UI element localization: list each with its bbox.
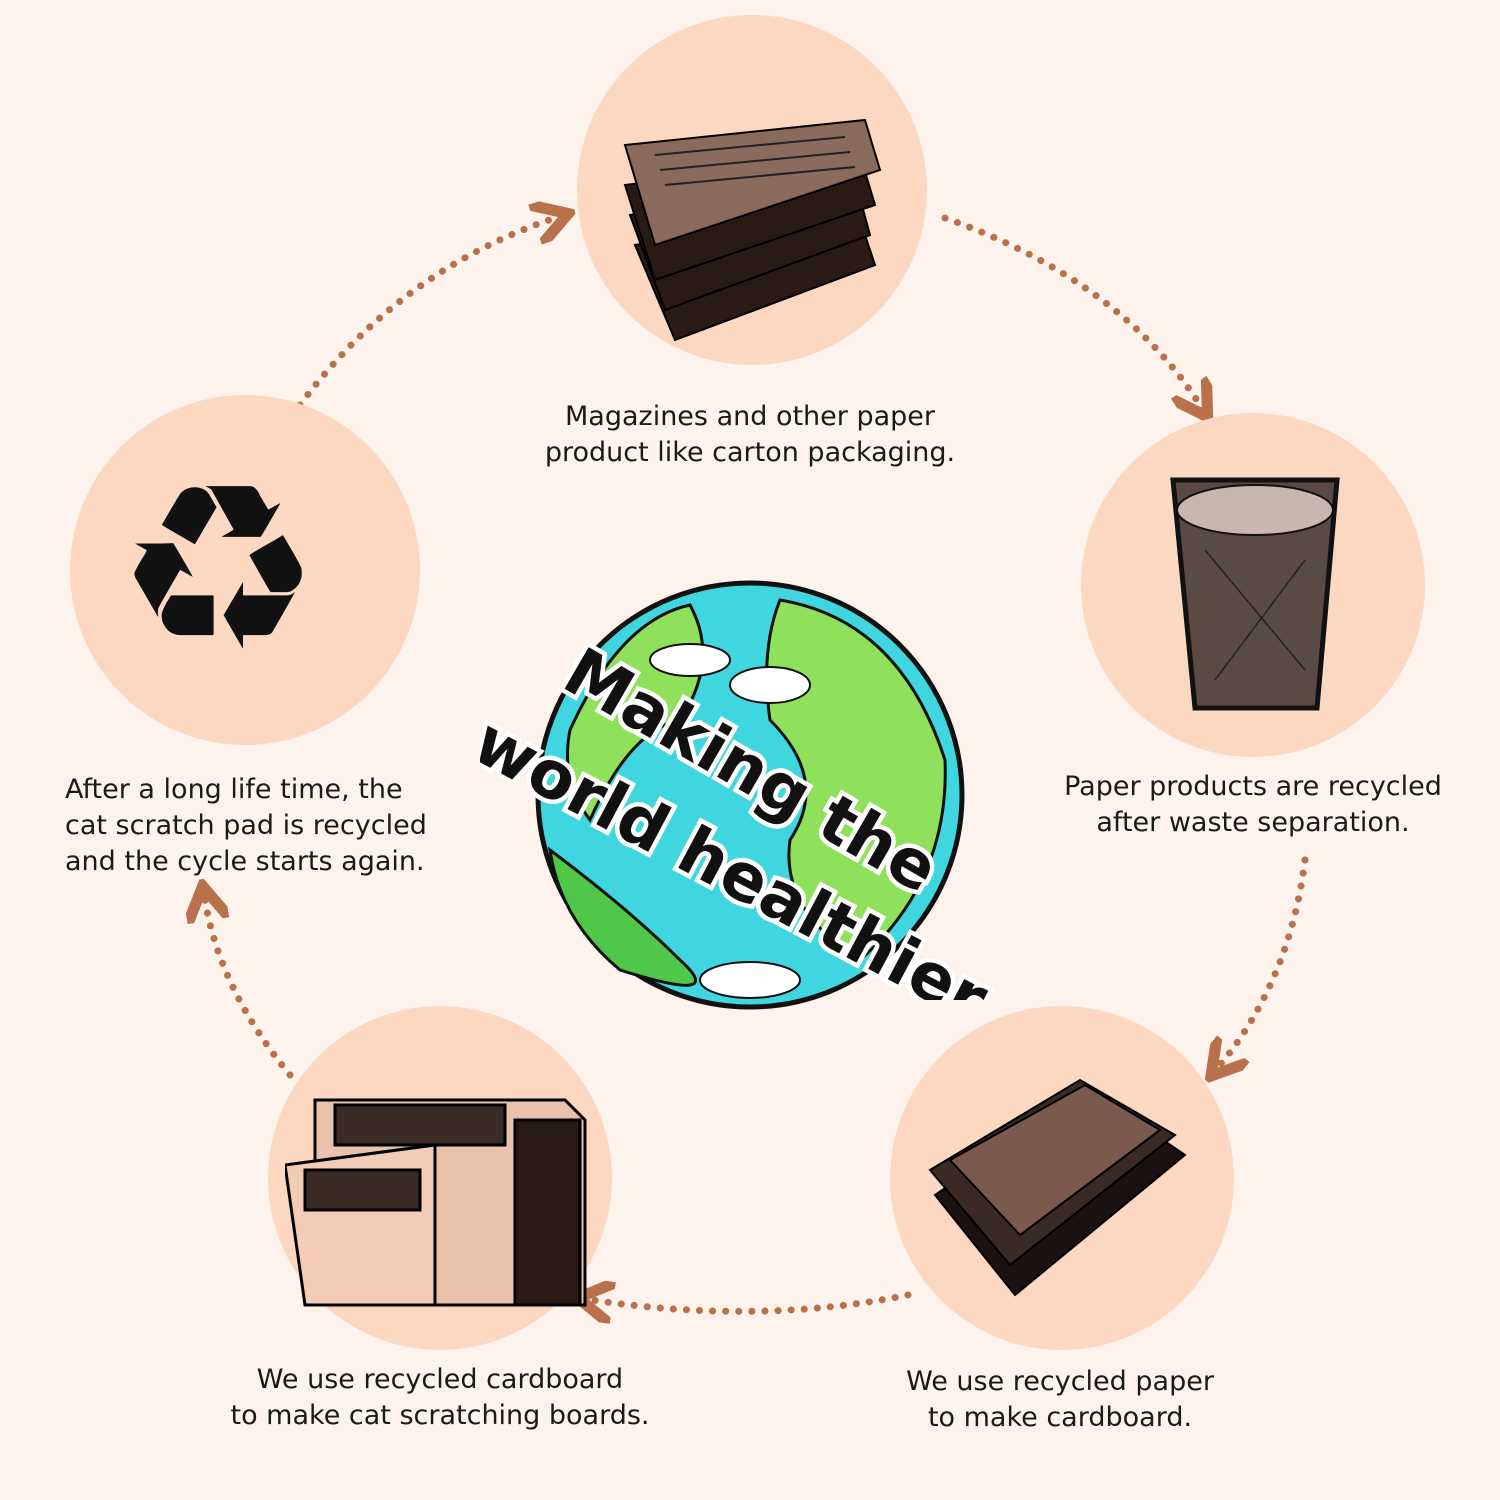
globe-title: Making the world healthier xyxy=(480,640,1000,1000)
cat-scratch-board-icon xyxy=(285,1098,587,1307)
arrow-top-to-right xyxy=(941,214,1200,405)
arrow-right-to-bottomright xyxy=(1220,856,1309,1065)
recycle-icon: ♻ xyxy=(115,436,322,703)
wastebasket-icon xyxy=(1170,477,1340,711)
newspaper-stack-icon xyxy=(623,118,882,342)
cardboard-stack-icon xyxy=(928,1078,1187,1297)
arrow-left-to-top xyxy=(296,218,555,409)
globe-illustration xyxy=(535,580,965,1010)
step-circle-recycle xyxy=(70,395,420,745)
arrow-bottomleft-to-left xyxy=(205,900,294,1079)
arrow-bottomright-to-bottomleft xyxy=(592,1295,912,1311)
